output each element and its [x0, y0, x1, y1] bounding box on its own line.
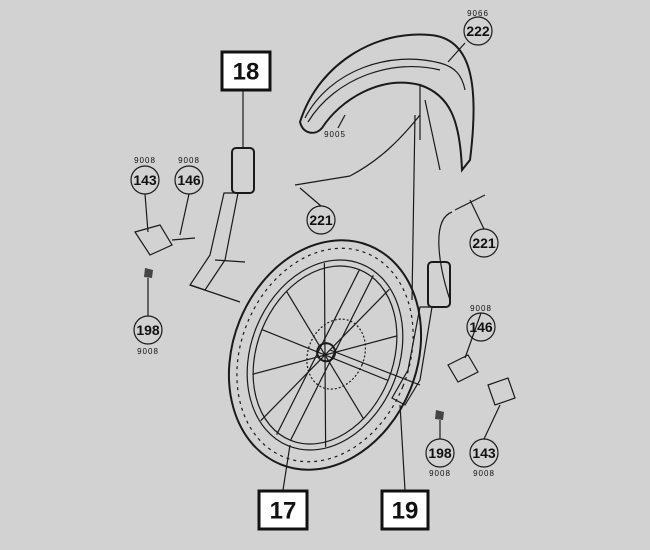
assembly-label-17: 17: [257, 489, 309, 531]
right-fork-leg-drawing: [391, 114, 516, 420]
callout-143-left: 9008 143: [130, 156, 160, 195]
left-fork-leg-drawing: [134, 90, 255, 291]
svg-text:18: 18: [233, 59, 260, 86]
callout-143-right: 143 9008: [469, 438, 499, 478]
callout-221-left: 221: [306, 205, 336, 235]
svg-text:9008: 9008: [178, 156, 200, 165]
svg-text:9008: 9008: [429, 469, 451, 478]
svg-text:221: 221: [472, 235, 496, 251]
cable-right: [454, 194, 486, 211]
svg-text:143: 143: [472, 445, 496, 461]
front-wheel-drawing: [227, 239, 423, 471]
svg-text:19: 19: [392, 498, 419, 525]
svg-text:9008: 9008: [470, 304, 492, 313]
assembly-label-19: 19: [380, 489, 430, 531]
svg-text:9066: 9066: [467, 9, 489, 18]
callout-221-right: 221: [469, 228, 499, 258]
svg-text:146: 146: [469, 319, 493, 335]
assembly-label-18: 18: [220, 50, 272, 92]
svg-text:9008: 9008: [134, 156, 156, 165]
svg-text:222: 222: [466, 23, 490, 39]
svg-text:9008: 9008: [137, 347, 159, 356]
svg-text:9008: 9008: [473, 469, 495, 478]
svg-text:221: 221: [309, 212, 333, 228]
callout-198-right: 198 9008: [425, 438, 455, 478]
svg-text:17: 17: [270, 498, 297, 525]
fender-code: 9005: [324, 130, 346, 139]
callout-222: 9066 222: [463, 9, 493, 46]
cable-left: [294, 175, 351, 186]
callout-198-left: 198 9008: [133, 315, 163, 356]
svg-text:146: 146: [177, 172, 201, 188]
callout-146-right: 9008 146: [466, 304, 496, 342]
axle-line-right: [329, 349, 421, 386]
leader-lines: [144, 42, 501, 491]
front-fender: 9005: [298, 33, 475, 173]
svg-text:198: 198: [428, 445, 452, 461]
svg-text:143: 143: [133, 172, 157, 188]
svg-text:198: 198: [136, 322, 160, 338]
callout-146-left: 9008 146: [174, 156, 204, 195]
